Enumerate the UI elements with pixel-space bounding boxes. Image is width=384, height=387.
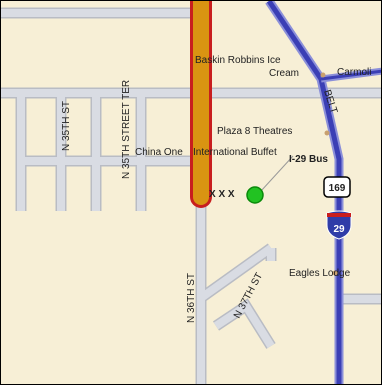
route-marks: X X X [209,189,235,200]
poi-label-international[interactable]: International Buffet [193,147,277,158]
interstate-highway [265,1,381,384]
street-label-n36th-st: N 36TH ST [186,273,197,323]
poi-label-plaza-8[interactable]: Plaza 8 Theatres [217,126,292,137]
callout-line [260,155,294,192]
poi-dot-icon [324,130,330,136]
poi-dot-icon [320,72,326,78]
highway-label-i29-bus[interactable]: I-29 Bus [289,154,328,165]
poi-label-carmoli[interactable]: Carmoli [337,67,371,78]
poi-label-eagles-lodge[interactable]: Eagles Lodge [289,268,351,279]
interstate-shield-icon: 29 [326,210,352,240]
poi-label-baskin-robbins-2[interactable]: Cream [269,68,299,79]
us-route-number: 169 [329,183,346,194]
poi-label-baskin-robbins[interactable]: Baskin Robbins Ice [195,55,281,66]
interstate-number: 29 [333,224,345,235]
us-route-shield-icon: 169 [323,176,351,198]
poi-label-china-one[interactable]: China One [135,147,183,158]
street-label-n35th-street-ter: N 35TH STREET TER [121,80,132,179]
street-label-n35th-st: N 35TH ST [61,101,72,151]
poi-dot-icon [332,270,338,276]
location-marker-icon[interactable] [246,186,264,204]
